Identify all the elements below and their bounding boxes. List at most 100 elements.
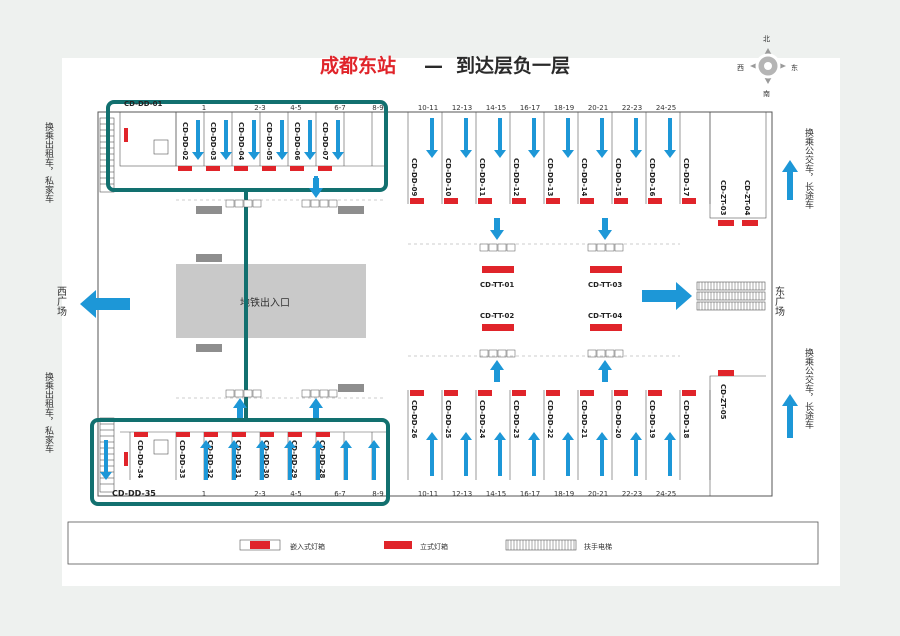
embedded-lightbox: [410, 198, 424, 204]
standing-lightbox: [590, 266, 622, 273]
embedded-lightbox: [512, 198, 526, 204]
compass-west: 西: [737, 64, 744, 72]
flow-arrow-head: [426, 150, 438, 158]
standing-lightbox: [718, 370, 734, 376]
stall-label: CD-DD-12: [512, 158, 520, 197]
stall-label: CD-DD-20: [614, 400, 622, 439]
stall-box: [119, 111, 177, 167]
embedded-lightbox: [178, 166, 192, 171]
grey-block: [338, 384, 364, 392]
embedded-lightbox: [682, 198, 696, 204]
flow-arrow-head: [596, 150, 608, 158]
embedded-lightbox: [318, 166, 332, 171]
flow-arrow: [634, 440, 638, 476]
stall-label: CD-DD-32: [206, 440, 214, 479]
stall-label: CD-DD-19: [648, 400, 656, 439]
stair-icon: [153, 139, 169, 155]
standing-lightbox: [718, 220, 734, 226]
embedded-lightbox: [682, 390, 696, 396]
embedded-lightbox: [648, 198, 662, 204]
flow-arrow: [196, 120, 200, 152]
flow-arrow: [336, 120, 340, 152]
bus-arrow-bottom: [782, 394, 798, 438]
stall-label: CD-DD-24: [478, 400, 486, 439]
flow-arrow: [566, 118, 570, 150]
track-label: 14-15: [486, 490, 506, 498]
flow-arrow-head: [528, 150, 540, 158]
label-left-bottom: 换乘出租车，私家车: [43, 371, 54, 454]
stall-label: CD-DD-13: [546, 158, 554, 197]
label-east-square: 东广场: [773, 285, 785, 317]
label-right-top: 换乘公交车，长途车: [803, 127, 814, 210]
stall-label-zt04: CD-ZT-04: [743, 180, 751, 216]
embedded-lightbox: [262, 166, 276, 171]
track-label: 4-5: [290, 490, 301, 498]
legend-standing-label: 立式灯箱: [420, 542, 448, 551]
stall-label: CD-DD-26: [410, 400, 418, 439]
embedded-lightbox: [134, 432, 148, 437]
flow-arrow-head: [460, 150, 472, 158]
east-exit-arrow: [642, 282, 692, 310]
stair-icon: [153, 439, 169, 455]
zt-zone-bottom: [709, 375, 766, 496]
flow-arrow: [316, 448, 320, 480]
track-label: 22-23: [622, 490, 642, 498]
flow-arrow-head: [664, 150, 676, 158]
stall-label: CD-DD-30: [262, 440, 270, 479]
flow-arrow: [430, 440, 434, 476]
standing-lightbox: [742, 220, 758, 226]
flow-arrow-head: [664, 432, 676, 440]
flow-arrow: [668, 440, 672, 476]
stall-label: CD-DD-07: [321, 122, 329, 161]
embedded-lightbox: [648, 390, 662, 396]
flow-arrow: [224, 120, 228, 152]
embedded-lightbox: [444, 198, 458, 204]
stall-label: CD-DD-18: [682, 400, 690, 439]
track-label: 1: [202, 104, 206, 112]
flow-arrow: [232, 448, 236, 480]
embedded-lightbox: [478, 390, 492, 396]
grey-block: [338, 206, 364, 214]
stall-label: CD-DD-31: [234, 440, 242, 479]
flow-arrow-head: [312, 440, 324, 448]
embedded-lightbox: [410, 390, 424, 396]
embedded-lightbox: [614, 198, 628, 204]
label-west-square: 西广场: [55, 286, 67, 317]
flow-arrow: [252, 120, 256, 152]
flow-arrow: [600, 440, 604, 476]
standing-lightbox: [590, 324, 622, 331]
embedded-lightbox: [546, 198, 560, 204]
grey-block: [196, 206, 222, 214]
flow-arrow-head: [304, 152, 316, 160]
embedded-lightbox: [176, 432, 190, 437]
embedded-lightbox: [288, 432, 302, 437]
flow-arrow-head: [220, 152, 232, 160]
title-station: 成都东站: [320, 54, 396, 77]
track-label: 24-25: [656, 104, 676, 112]
stall-label: CD-DD-16: [648, 158, 656, 197]
legend-escalator-label: 扶手电梯: [584, 542, 612, 551]
flow-arrow: [498, 440, 502, 476]
legend-standing-icon: [384, 541, 412, 549]
embedded-lightbox: [580, 198, 594, 204]
flow-arrow-head: [528, 432, 540, 440]
stall-label: CD-DD-09: [410, 158, 418, 197]
stall-label: CD-DD-25: [444, 400, 452, 439]
label-left-top: 换乘出租车，私家车: [43, 121, 54, 204]
stall-label-zt05: CD-ZT-05: [719, 384, 727, 420]
track-label: 10-11: [418, 490, 438, 498]
embedded-lightbox: [316, 432, 330, 437]
flow-arrow-head: [630, 432, 642, 440]
stall-label-zt03: CD-ZT-03: [719, 180, 727, 216]
flow-arrow-head: [596, 432, 608, 440]
flow-arrow: [204, 448, 208, 480]
flow-arrow-head: [332, 152, 344, 160]
flow-arrow: [464, 118, 468, 150]
flow-arrow: [280, 120, 284, 152]
flow-arrow-head: [228, 440, 240, 448]
flow-arrow: [372, 448, 376, 480]
label-right-bottom: 换乘公交车，长途车: [803, 347, 814, 430]
